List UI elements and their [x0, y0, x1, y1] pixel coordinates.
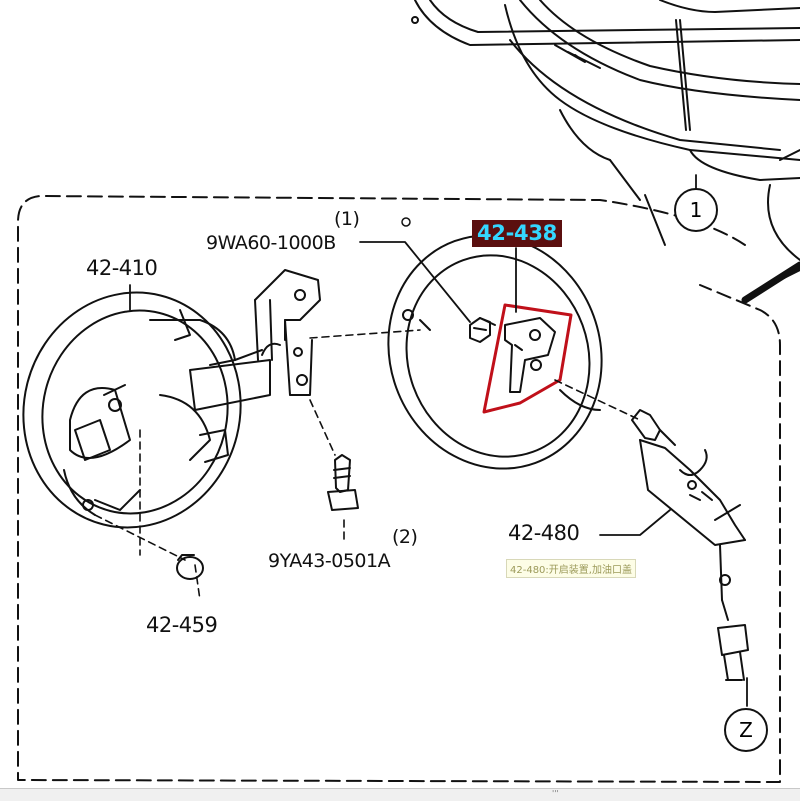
- tooltip-42-480: 42-480:开启装置,加油口盖: [506, 559, 636, 578]
- label-42-480[interactable]: 42-480: [508, 521, 580, 545]
- circle-ref-1-label: 1: [689, 198, 703, 222]
- circle-ref-z: Z: [724, 708, 768, 752]
- label-42-459[interactable]: 42-459: [146, 613, 218, 637]
- nut-9wa60: [469, 317, 496, 343]
- horizontal-scrollbar[interactable]: ''': [0, 788, 800, 801]
- highlight-box-42-438[interactable]: [482, 303, 573, 414]
- scrollbar-grip[interactable]: ''': [552, 789, 559, 798]
- opener-42-480: [631, 409, 746, 601]
- cable: [717, 599, 749, 681]
- label-42-438-highlighted[interactable]: 42-438: [472, 220, 562, 247]
- leader-lines: [129, 174, 748, 707]
- label-42-410[interactable]: 42-410: [86, 256, 158, 280]
- screw-9ya43: [327, 454, 359, 511]
- bumper-42-459: [176, 554, 204, 580]
- label-9ya43[interactable]: 9YA43-0501A: [268, 550, 391, 572]
- label-ref-1: (1): [334, 208, 360, 230]
- assembly-boundary: [17, 195, 781, 783]
- fuel-housing-ring: [387, 234, 603, 470]
- circle-ref-1: 1: [674, 188, 718, 232]
- circle-ref-z-label: Z: [739, 718, 753, 742]
- hinge-bracket: [189, 269, 321, 411]
- dashed-guides: [94, 329, 641, 601]
- vehicle-body-outline: [411, 0, 800, 304]
- latch-42-438: [504, 317, 556, 393]
- label-9wa60[interactable]: 9WA60-1000B: [206, 232, 336, 254]
- fuel-lid: [22, 291, 242, 529]
- label-ref-2: (2): [392, 526, 418, 548]
